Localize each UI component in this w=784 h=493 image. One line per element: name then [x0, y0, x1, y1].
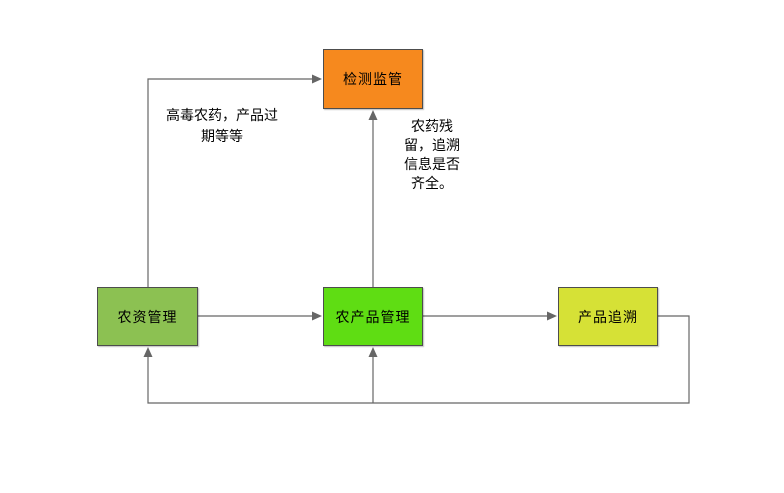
node-product-traceability: 产品追溯 — [558, 287, 658, 346]
arrowhead-right-icon — [547, 311, 557, 321]
node-label: 检测监管 — [343, 72, 403, 88]
connector-trace-return-to-materials — [147, 315, 690, 404]
arrowhead-right-icon — [312, 74, 322, 84]
arrowhead-right-icon — [312, 311, 322, 321]
node-agri-products-management: 农产品管理 — [323, 287, 423, 346]
node-label: 产品追溯 — [578, 309, 638, 326]
arrowhead-up-icon — [143, 347, 153, 357]
node-agri-materials-management: 农资管理 — [97, 287, 198, 346]
node-detection-supervision: 检测监管 — [323, 49, 423, 109]
connector-materials-to-detection — [147, 78, 313, 287]
node-label: 农产品管理 — [335, 309, 411, 326]
annotation-residue: 农药残留，追溯信息是否齐全。 — [404, 119, 460, 192]
arrowhead-up-icon — [368, 347, 378, 357]
node-label: 农资管理 — [117, 309, 178, 326]
annotation-toxic-pesticide: 高毒农药，产品过期等等 — [166, 108, 278, 145]
arrowhead-up-icon — [368, 110, 378, 120]
